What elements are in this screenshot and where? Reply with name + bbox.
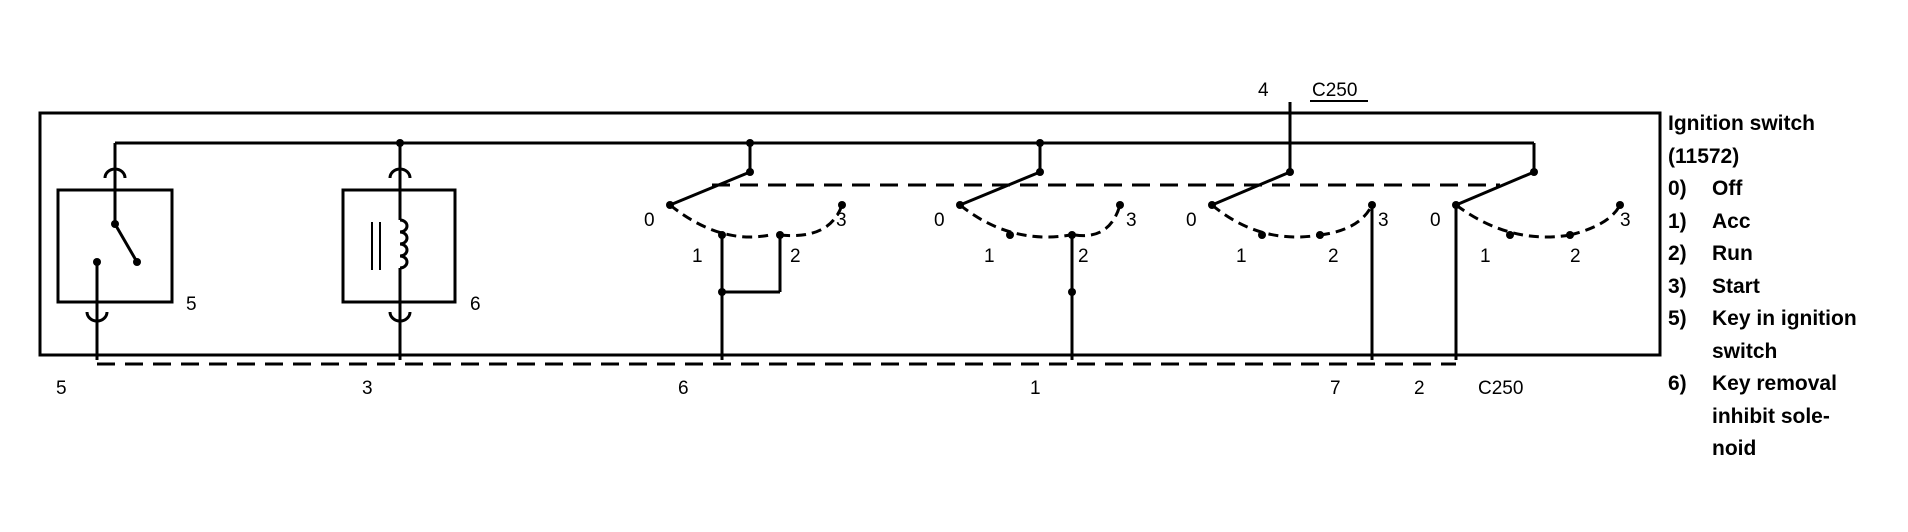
legend-text: Acc xyxy=(1712,209,1751,233)
group1-pos-3: 3 xyxy=(836,210,847,231)
legend-text: Key in ignition switch xyxy=(1712,307,1857,363)
legend-item: 1) Acc xyxy=(1668,206,1902,239)
switch-housing xyxy=(38,111,1662,357)
group1-pos-0: 0 xyxy=(644,210,655,231)
group4-pos-1: 1 xyxy=(1480,246,1491,267)
legend-key: 6) xyxy=(1668,372,1687,395)
group2-pos-2: 2 xyxy=(1078,246,1089,267)
bottom-pin-5: 5 xyxy=(56,378,67,399)
group3-pos-2: 2 xyxy=(1328,246,1339,267)
solenoid-component xyxy=(341,143,457,360)
legend-title: Ignition switch xyxy=(1668,112,1815,135)
legend-item: 3) Start xyxy=(1668,271,1902,304)
key-switch-number: 5 xyxy=(186,294,197,315)
top-connector-name: C250 xyxy=(1312,80,1357,101)
solenoid-number: 6 xyxy=(470,294,481,315)
bottom-pin-6: 6 xyxy=(678,378,689,399)
group1-pos-1: 1 xyxy=(692,246,703,267)
legend-key: 2) xyxy=(1668,242,1687,265)
legend-item: 0) Off xyxy=(1668,173,1902,206)
group2-pos-3: 3 xyxy=(1126,210,1137,231)
bottom-connector-name: C250 xyxy=(1478,378,1523,399)
key-in-switch-component xyxy=(56,143,174,360)
legend-key: 5) xyxy=(1668,307,1687,330)
group1-pos-2: 2 xyxy=(790,246,801,267)
legend-key: 1) xyxy=(1668,209,1687,233)
legend-key: 3) xyxy=(1668,274,1687,298)
group2-pos-0: 0 xyxy=(934,210,945,231)
bottom-pin-7: 7 xyxy=(1330,378,1341,399)
legend-item: 6) Key removal inhibit sole-noid xyxy=(1668,368,1902,466)
bottom-pin-1: 1 xyxy=(1030,378,1041,399)
bottom-pin-3: 3 xyxy=(362,378,373,399)
legend-key: 0) xyxy=(1668,177,1687,200)
top-connector-pin: 4 xyxy=(1258,80,1269,101)
switch-group-2 xyxy=(959,143,1122,360)
group3-pos-1: 1 xyxy=(1236,246,1247,267)
group4-pos-2: 2 xyxy=(1570,246,1581,267)
legend-text: Off xyxy=(1712,177,1743,200)
legend-part-number: (11572) xyxy=(1668,144,1740,168)
switch-group-3 xyxy=(1211,170,1374,360)
group2-pos-1: 1 xyxy=(984,246,995,267)
legend-item: 2) Run xyxy=(1668,238,1902,271)
legend-text: Run xyxy=(1712,242,1753,265)
bottom-pin-2: 2 xyxy=(1414,378,1425,399)
group3-pos-3: 3 xyxy=(1378,210,1389,231)
legend-text: Start xyxy=(1712,274,1760,298)
group4-pos-0: 0 xyxy=(1430,210,1441,231)
legend: Ignition switch (11572) 0) Off 1) Acc 2) Ru… xyxy=(1668,108,1902,466)
junction-dots xyxy=(93,139,1624,296)
legend-item: 5) Key in ignition switch xyxy=(1668,303,1902,368)
group4-pos-3: 3 xyxy=(1620,210,1631,231)
legend-text: Key removal inhibit sole-noid xyxy=(1712,372,1837,460)
group3-pos-0: 0 xyxy=(1186,210,1197,231)
